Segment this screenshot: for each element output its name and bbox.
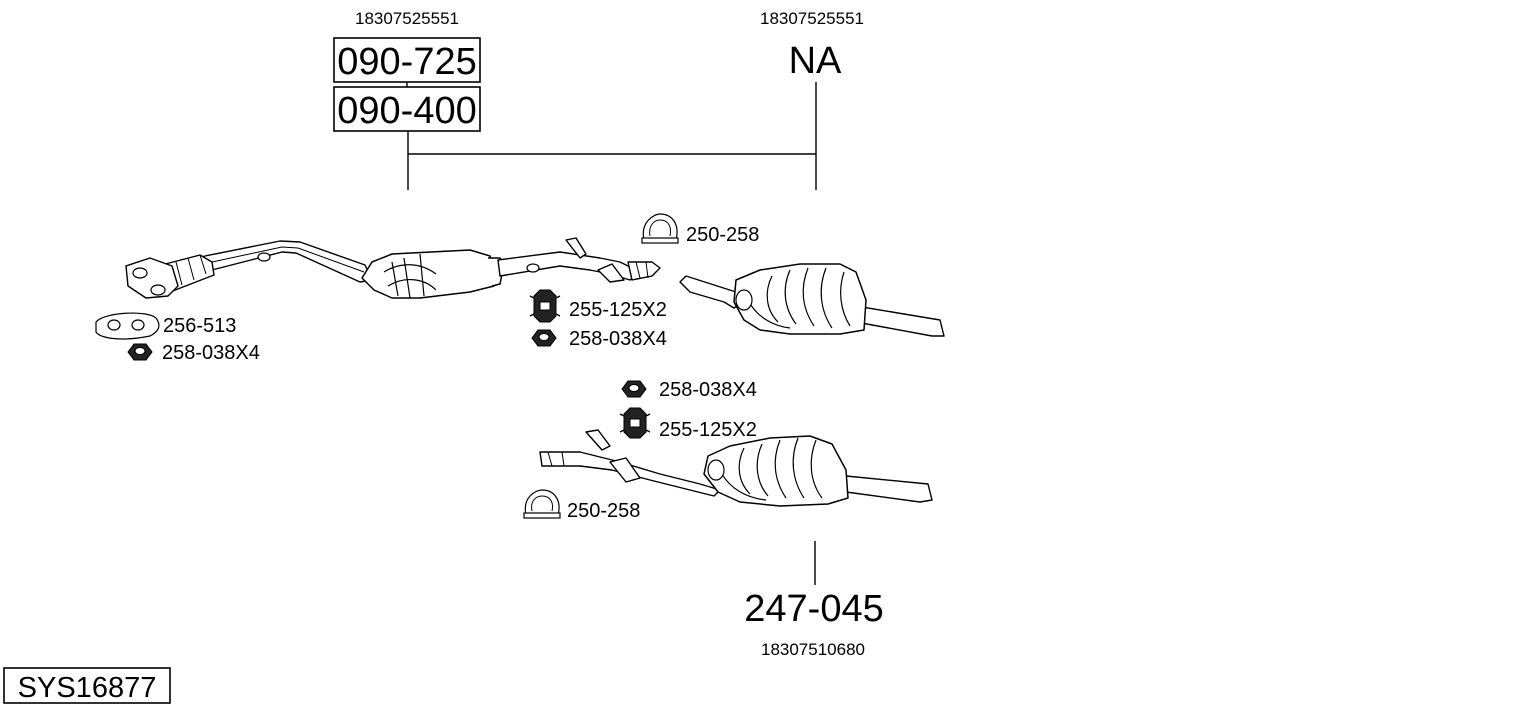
rubber-mount-icon (619, 407, 651, 439)
part-number-front-top[interactable]: 090-725 (337, 41, 476, 83)
clamp-icon (523, 489, 561, 519)
system-id: SYS16877 (18, 672, 157, 704)
part-number-clamp-upper[interactable]: 250-258 (686, 224, 759, 246)
clamp-icon (641, 213, 679, 244)
oem-number-front: 18307525551 (355, 9, 459, 28)
part-number-gasket[interactable]: 256-513 (163, 315, 236, 337)
middle-muffler[interactable] (679, 263, 945, 337)
part-number-rear[interactable]: 247-045 (744, 588, 883, 630)
part-number-front-bottom[interactable]: 090-400 (337, 90, 476, 132)
system-id-box (3, 667, 171, 704)
oem-number-middle: 18307525551 (760, 9, 864, 28)
part-number-nut-upper[interactable]: 258-038X4 (569, 328, 667, 350)
part-number-clamp-lower[interactable]: 250-258 (567, 500, 640, 522)
oem-number-rear: 18307510680 (761, 640, 865, 659)
gasket-icon (95, 312, 160, 340)
part-number-middle[interactable]: NA (789, 40, 842, 82)
part-number-mount-upper[interactable]: 255-125X2 (569, 299, 667, 321)
part-number-mount-lower[interactable]: 255-125X2 (659, 419, 757, 441)
part-box-front-bottom (333, 86, 481, 132)
part-number-nut-lower[interactable]: 258-038X4 (659, 379, 757, 401)
part-number-nut-front[interactable]: 258-038X4 (162, 342, 260, 364)
nut-icon (531, 329, 557, 347)
nut-icon (127, 343, 153, 361)
rear-muffler[interactable] (539, 429, 933, 507)
nut-icon (621, 380, 647, 398)
part-box-front-top (333, 37, 481, 83)
front-pipe-catalytic-converter[interactable] (125, 237, 661, 299)
rubber-mount-icon (529, 289, 561, 323)
